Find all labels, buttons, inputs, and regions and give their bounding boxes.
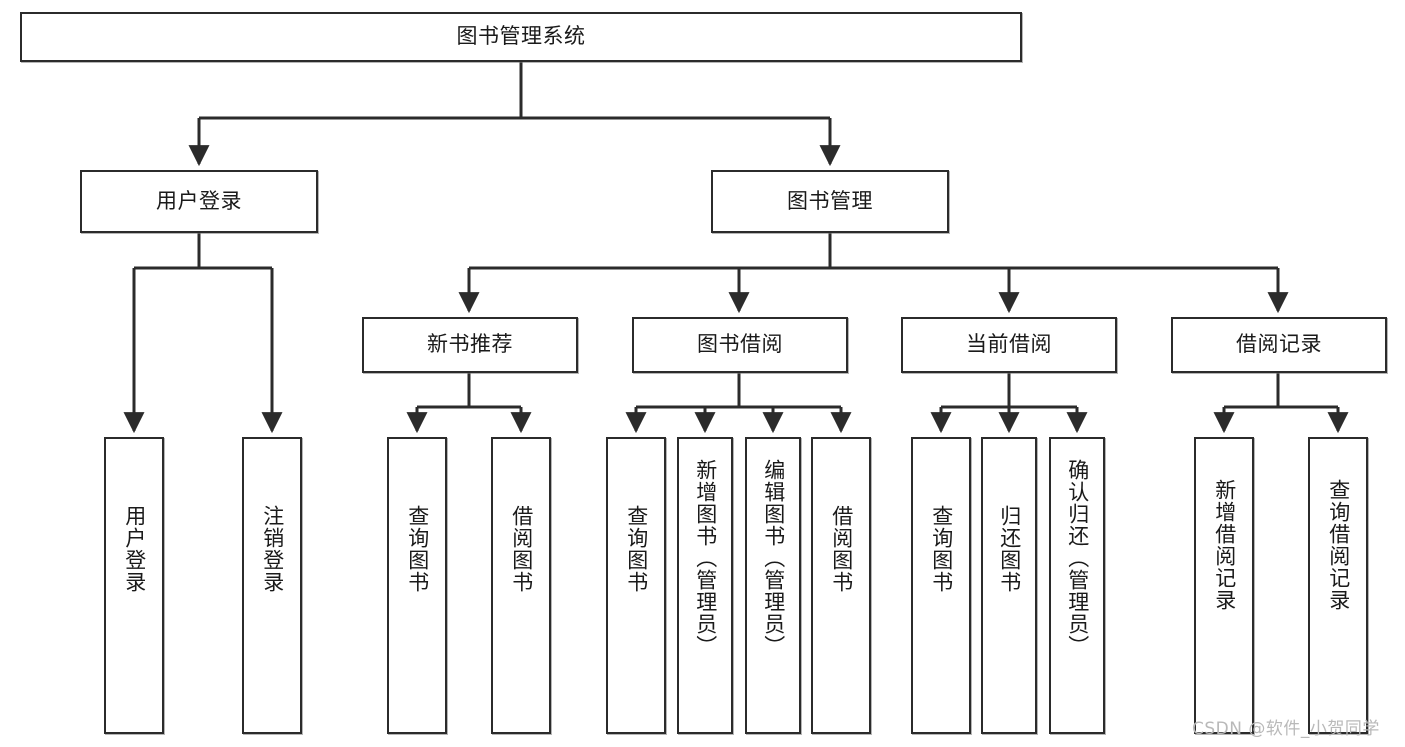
leaf-user-login-1[interactable]: 用户登录 bbox=[104, 437, 164, 734]
node-borrow-record-label: 借阅记录 bbox=[1236, 332, 1322, 357]
leaf-current-borrow-3[interactable]: 确认归还（管理员） bbox=[1049, 437, 1105, 734]
leaf-book-borrow-1[interactable]: 查询图书 bbox=[606, 437, 666, 734]
leaf-borrow-record-2[interactable]: 查询借阅记录 bbox=[1308, 437, 1368, 734]
leaf-current-borrow-1[interactable]: 查询图书 bbox=[911, 437, 971, 734]
leaf-new-book-2[interactable]: 借阅图书 bbox=[491, 437, 551, 734]
leaf-book-borrow-4-label: 借阅图书 bbox=[829, 505, 854, 593]
node-book-manage[interactable]: 图书管理 bbox=[711, 170, 949, 233]
node-root-label: 图书管理系统 bbox=[456, 24, 586, 49]
node-user-login-label: 用户登录 bbox=[156, 188, 242, 213]
leaf-book-borrow-3-label: 编辑图书（管理员） bbox=[761, 459, 786, 657]
leaf-book-borrow-2[interactable]: 新增图书（管理员） bbox=[677, 437, 733, 734]
leaf-borrow-record-1-label: 新增借阅记录 bbox=[1212, 479, 1237, 611]
leaf-new-book-2-label: 借阅图书 bbox=[509, 505, 534, 593]
leaf-new-book-1[interactable]: 查询图书 bbox=[387, 437, 447, 734]
node-book-borrow[interactable]: 图书借阅 bbox=[632, 317, 848, 373]
leaf-book-borrow-3[interactable]: 编辑图书（管理员） bbox=[745, 437, 801, 734]
node-current-borrow[interactable]: 当前借阅 bbox=[901, 317, 1117, 373]
leaf-user-login-2[interactable]: 注销登录 bbox=[242, 437, 302, 734]
leaf-user-login-2-label: 注销登录 bbox=[260, 505, 285, 593]
leaf-new-book-1-label: 查询图书 bbox=[405, 505, 430, 593]
leaf-current-borrow-2-label: 归还图书 bbox=[997, 505, 1022, 593]
leaf-current-borrow-1-label: 查询图书 bbox=[929, 505, 954, 593]
leaf-borrow-record-2-label: 查询借阅记录 bbox=[1326, 479, 1351, 611]
node-root[interactable]: 图书管理系统 bbox=[20, 12, 1022, 62]
leaf-current-borrow-2[interactable]: 归还图书 bbox=[981, 437, 1037, 734]
leaf-book-borrow-4[interactable]: 借阅图书 bbox=[811, 437, 871, 734]
leaf-current-borrow-3-label: 确认归还（管理员） bbox=[1065, 459, 1090, 657]
node-new-book-recommend[interactable]: 新书推荐 bbox=[362, 317, 578, 373]
node-user-login[interactable]: 用户登录 bbox=[80, 170, 318, 233]
leaf-borrow-record-1[interactable]: 新增借阅记录 bbox=[1194, 437, 1254, 734]
node-new-book-recommend-label: 新书推荐 bbox=[427, 332, 513, 357]
leaf-book-borrow-1-label: 查询图书 bbox=[624, 505, 649, 593]
node-current-borrow-label: 当前借阅 bbox=[966, 332, 1052, 357]
leaf-user-login-1-label: 用户登录 bbox=[122, 505, 147, 593]
node-book-borrow-label: 图书借阅 bbox=[697, 332, 783, 357]
node-borrow-record[interactable]: 借阅记录 bbox=[1171, 317, 1387, 373]
leaf-book-borrow-2-label: 新增图书（管理员） bbox=[693, 459, 718, 657]
node-book-manage-label: 图书管理 bbox=[787, 188, 873, 213]
